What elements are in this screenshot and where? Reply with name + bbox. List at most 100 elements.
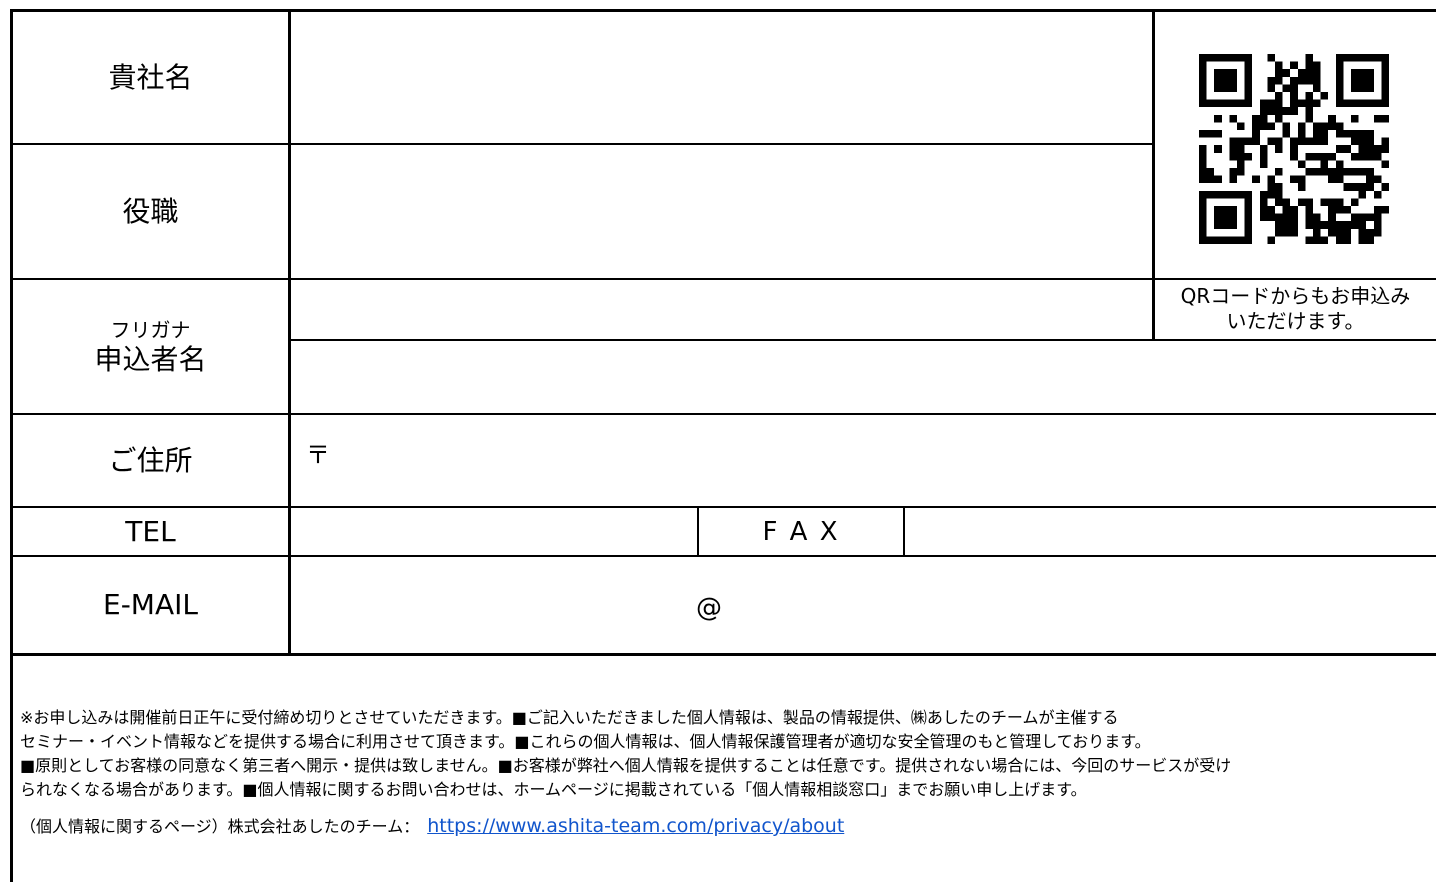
qr-module bbox=[1290, 175, 1298, 184]
email-at-sign: @ bbox=[696, 593, 722, 623]
qr-module bbox=[1373, 114, 1382, 123]
qr-module bbox=[1290, 152, 1298, 161]
qr-module bbox=[1199, 99, 1207, 108]
qr-module bbox=[1328, 114, 1336, 123]
qr-module bbox=[1244, 84, 1253, 92]
qr-module bbox=[1206, 54, 1215, 62]
qr-module bbox=[1290, 206, 1298, 214]
border-row-furigana bbox=[289, 339, 1436, 341]
qr-module bbox=[1275, 145, 1283, 153]
qr-module bbox=[1214, 114, 1222, 123]
qr-module bbox=[1252, 130, 1260, 138]
notes-line-4: られなくなる場合があります。■個人情報に関するお問い合わせは、ホームページに掲載… bbox=[20, 780, 1087, 799]
qr-module bbox=[1229, 221, 1237, 229]
qr-module bbox=[1381, 84, 1389, 92]
qr-module bbox=[1229, 190, 1237, 199]
qr-module bbox=[1351, 168, 1359, 176]
border-row-applicant bbox=[10, 413, 1436, 415]
company-field[interactable] bbox=[291, 12, 1152, 143]
fax-field[interactable] bbox=[905, 508, 1436, 555]
qr-module bbox=[1297, 122, 1306, 130]
qr-module bbox=[1282, 213, 1291, 222]
qr-module bbox=[1328, 175, 1336, 184]
qr-module bbox=[1244, 190, 1253, 199]
qr-module bbox=[1221, 84, 1230, 92]
qr-module bbox=[1221, 99, 1230, 108]
qr-module bbox=[1267, 122, 1275, 130]
furigana-field[interactable] bbox=[291, 280, 1152, 339]
qr-module bbox=[1290, 213, 1298, 222]
applicant-name-label: 申込者名 bbox=[94, 342, 207, 376]
privacy-prefix: （個人情報に関するページ）株式会社あしたのチーム： bbox=[20, 817, 420, 836]
qr-module bbox=[1206, 130, 1215, 138]
qr-caption-line1: QRコードからもお申込み bbox=[1180, 284, 1411, 308]
email-field[interactable]: @ bbox=[291, 557, 1436, 653]
furigana-label: フリガナ bbox=[110, 317, 191, 342]
qr-module bbox=[1343, 168, 1351, 176]
qr-module bbox=[1199, 61, 1207, 70]
qr-module bbox=[1335, 54, 1344, 62]
qr-module bbox=[1237, 160, 1245, 168]
qr-module bbox=[1335, 99, 1344, 108]
postal-mark: 〒 bbox=[306, 441, 330, 469]
qr-module bbox=[1343, 221, 1351, 229]
qr-module bbox=[1282, 122, 1291, 130]
qr-module bbox=[1275, 213, 1283, 222]
qr-code[interactable] bbox=[1198, 54, 1390, 244]
qr-module bbox=[1305, 137, 1313, 146]
qr-module bbox=[1259, 122, 1268, 130]
qr-module bbox=[1373, 213, 1382, 222]
qr-module bbox=[1290, 92, 1298, 100]
qr-module bbox=[1320, 92, 1329, 100]
qr-module bbox=[1358, 99, 1367, 108]
position-field[interactable] bbox=[291, 145, 1152, 278]
qr-module bbox=[1320, 221, 1329, 229]
tel-field[interactable] bbox=[291, 508, 697, 555]
qr-module bbox=[1366, 236, 1374, 244]
border-row-tel bbox=[10, 555, 1436, 557]
qr-module bbox=[1366, 145, 1374, 153]
qr-module bbox=[1275, 190, 1283, 199]
border-row-position bbox=[10, 278, 1436, 280]
notes-line-1: ※お申し込みは開催前日正午に受付締め切りとさせていただきます。■ご記入いただきま… bbox=[20, 708, 1119, 727]
qr-module bbox=[1328, 122, 1336, 130]
address-field[interactable]: 〒 bbox=[291, 415, 1436, 506]
qr-module bbox=[1244, 99, 1253, 108]
qr-module bbox=[1267, 175, 1275, 184]
qr-module bbox=[1199, 236, 1207, 244]
border-fax-left bbox=[697, 507, 699, 556]
qr-module bbox=[1335, 76, 1344, 85]
qr-module bbox=[1373, 54, 1382, 62]
qr-module bbox=[1199, 206, 1207, 214]
qr-module bbox=[1313, 122, 1321, 130]
qr-module bbox=[1320, 198, 1329, 206]
qr-module bbox=[1229, 99, 1237, 108]
qr-module bbox=[1290, 84, 1298, 92]
qr-module bbox=[1275, 99, 1283, 108]
qr-module bbox=[1305, 54, 1313, 62]
qr-module bbox=[1381, 183, 1389, 191]
qr-module bbox=[1381, 61, 1389, 70]
qr-module bbox=[1259, 107, 1268, 115]
qr-module bbox=[1381, 99, 1389, 108]
qr-module bbox=[1267, 107, 1275, 115]
qr-module bbox=[1351, 114, 1359, 123]
qr-module bbox=[1214, 213, 1222, 222]
qr-module bbox=[1358, 137, 1367, 146]
applicant-name-field[interactable] bbox=[291, 341, 1436, 413]
qr-module bbox=[1290, 99, 1298, 108]
qr-module bbox=[1335, 130, 1344, 138]
qr-module bbox=[1320, 160, 1329, 168]
notes-line-3: ■原則としてお客様の同意なく第三者へ開示・提供は致しません。■お客様が弊社へ個人… bbox=[20, 756, 1232, 775]
qr-module bbox=[1237, 236, 1245, 244]
qr-module bbox=[1381, 92, 1389, 100]
qr-module bbox=[1381, 114, 1389, 123]
qr-module bbox=[1214, 99, 1222, 108]
qr-module bbox=[1290, 145, 1298, 153]
qr-module bbox=[1381, 206, 1389, 214]
qr-module bbox=[1351, 213, 1359, 222]
qr-module bbox=[1320, 152, 1329, 161]
qr-module bbox=[1305, 107, 1313, 115]
qr-module bbox=[1328, 168, 1336, 176]
privacy-link[interactable]: https://www.ashita-team.com/privacy/abou… bbox=[427, 815, 845, 837]
